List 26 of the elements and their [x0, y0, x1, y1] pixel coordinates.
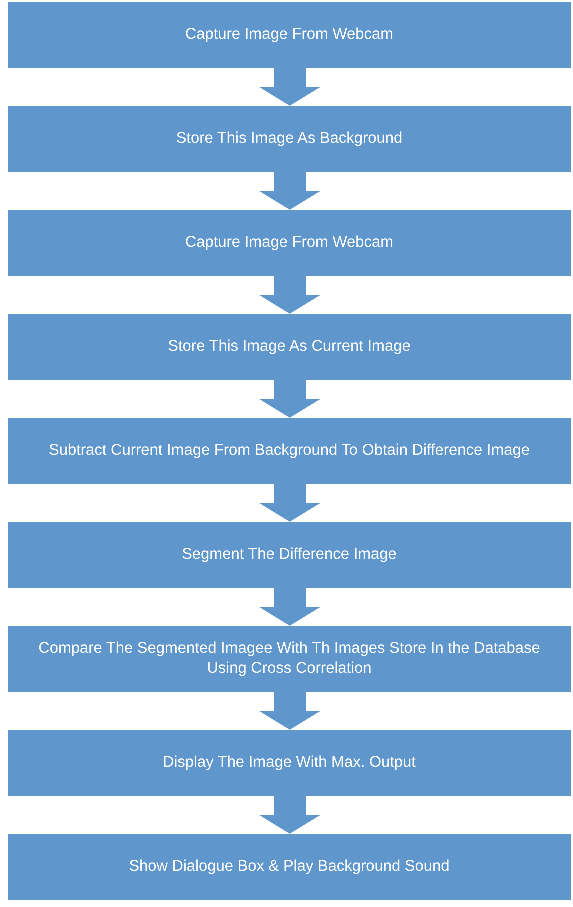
process-box	[8, 522, 571, 588]
step-label: Show Dialogue Box & Play Background Sound	[129, 856, 450, 877]
arrow	[259, 692, 321, 730]
arrow	[259, 380, 321, 418]
arrow	[259, 276, 321, 314]
process-box	[8, 418, 571, 484]
step-label: Subtract Current Image From Background To Obtain Difference Image	[48, 440, 530, 461]
arrow	[259, 588, 321, 626]
process-box	[8, 210, 571, 276]
step-label: Display The Image With Max. Output	[163, 752, 416, 773]
step-label: Capture Image From Webcam	[185, 24, 394, 45]
step-label: Store This Image As Current Image	[168, 336, 411, 357]
process-box	[8, 2, 571, 68]
step-label: Compare The Segmented Imagee With Th Images Store In the Database Using Cross Correlation	[38, 638, 542, 679]
step-label: Capture Image From Webcam	[185, 232, 394, 253]
process-box	[8, 730, 571, 796]
arrow	[259, 484, 321, 522]
arrow	[259, 172, 321, 210]
step-label: Segment The Difference Image	[182, 544, 397, 565]
process-box	[8, 314, 571, 380]
process-box	[8, 106, 571, 172]
process-box	[8, 626, 571, 692]
process-box	[8, 834, 571, 900]
arrow	[259, 68, 321, 106]
step-label: Store This Image As Background	[176, 128, 403, 149]
arrow	[259, 796, 321, 834]
